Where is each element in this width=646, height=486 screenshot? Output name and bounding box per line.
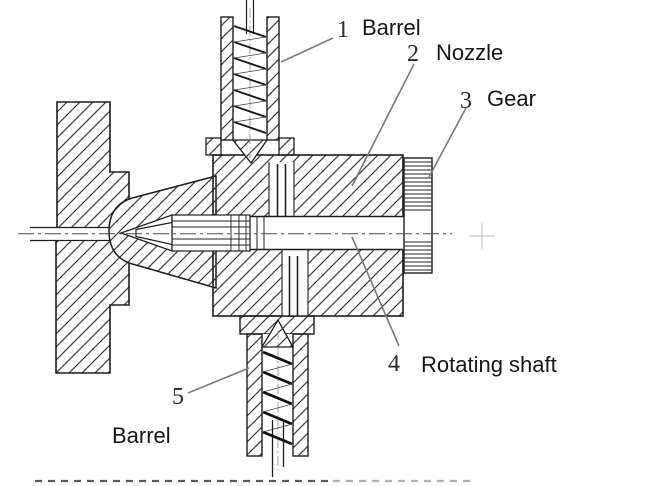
bottom-screw-cone bbox=[260, 318, 295, 348]
gear-teeth-upper bbox=[404, 160, 432, 212]
callout-label-rotating-shaft: Rotating shaft bbox=[421, 352, 557, 377]
gear bbox=[403, 157, 433, 274]
leader-line-5 bbox=[187, 367, 250, 394]
callout-label-barrel-top: Barrel bbox=[362, 15, 421, 40]
top-barrel-wall-left bbox=[220, 16, 234, 141]
shaft-clear bbox=[250, 216, 432, 250]
top-screw-flight-returns bbox=[233, 36, 267, 123]
leader-lines bbox=[187, 37, 467, 394]
rotating-shaft bbox=[249, 215, 432, 251]
callout-number-3: 3 bbox=[460, 88, 472, 114]
callout-label-gear: Gear bbox=[487, 86, 536, 111]
upper-melt-channel bbox=[268, 162, 295, 216]
top-barrel-wall-right bbox=[266, 16, 280, 141]
upper-channel-clear bbox=[269, 162, 294, 216]
leader-line-4 bbox=[351, 236, 400, 347]
flange-lower-half bbox=[55, 239, 130, 374]
top-barrel-flange-right bbox=[278, 137, 295, 156]
bottom-barrel-wall-right bbox=[292, 333, 309, 457]
callout-label-barrel-bottom: Barrel bbox=[112, 423, 171, 448]
bottom-barrel bbox=[239, 315, 315, 477]
gear-teeth-lower bbox=[404, 241, 432, 272]
leader-line-1 bbox=[280, 37, 334, 63]
callout-number-4: 4 bbox=[388, 351, 400, 377]
lower-channel-clear bbox=[282, 250, 308, 316]
bottom-screw-flight-returns bbox=[262, 363, 293, 433]
bottom-screw-flights bbox=[262, 350, 293, 446]
callout-label-nozzle: Nozzle bbox=[436, 40, 503, 65]
leader-line-2 bbox=[351, 63, 415, 187]
mounting-flange-plate bbox=[55, 101, 130, 374]
callout-number-1: 1 bbox=[337, 17, 349, 43]
top-screw-flights bbox=[233, 25, 267, 134]
lower-melt-channel bbox=[281, 250, 309, 316]
needle-and-shank bbox=[119, 214, 251, 252]
callout-number-2: 2 bbox=[407, 41, 419, 67]
callout-number-5: 5 bbox=[172, 384, 184, 410]
top-barrel bbox=[205, 0, 295, 165]
top-barrel-flange-left bbox=[205, 137, 222, 156]
leader-line-3 bbox=[428, 107, 467, 178]
callout-labels: 1 Barrel 2 Nozzle 3 Gear 4 Rotating shaf… bbox=[112, 15, 557, 448]
bottom-barrel-wall-left bbox=[246, 333, 263, 457]
shank-block bbox=[171, 214, 251, 252]
horizontal-centerline bbox=[18, 223, 495, 249]
